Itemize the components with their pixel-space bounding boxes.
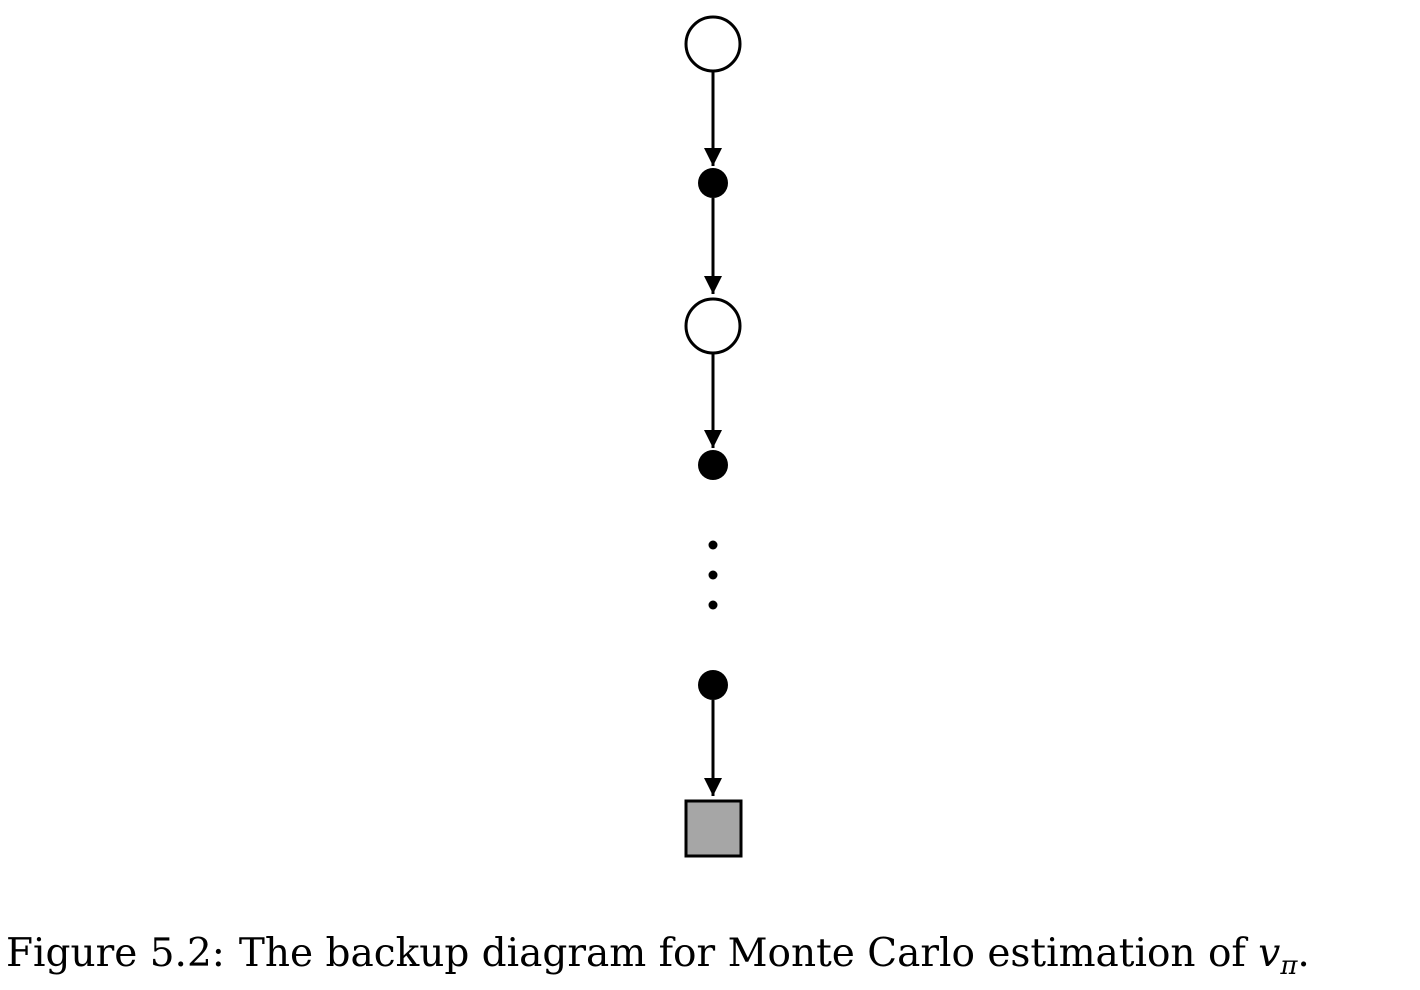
action-node — [698, 670, 728, 700]
action-node — [698, 168, 728, 198]
state-node — [684, 297, 742, 355]
action-node — [698, 450, 728, 480]
caption-math-subscript: π — [1280, 951, 1298, 981]
backup-diagram — [684, 15, 743, 858]
ellipsis-dot — [708, 540, 718, 550]
ellipsis-dot — [708, 600, 718, 610]
caption-text: The backup diagram for Monte Carlo estim… — [238, 931, 1259, 976]
continuation-ellipsis — [708, 540, 718, 610]
ellipsis-dot — [708, 570, 718, 580]
figure-label: Figure 5.2: — [6, 931, 225, 976]
figure-caption: Figure 5.2: The backup diagram for Monte … — [6, 930, 1416, 990]
caption-period: . — [1297, 931, 1310, 976]
caption-math-variable: v — [1258, 931, 1281, 976]
terminal-node — [684, 799, 743, 858]
state-node — [684, 15, 742, 73]
